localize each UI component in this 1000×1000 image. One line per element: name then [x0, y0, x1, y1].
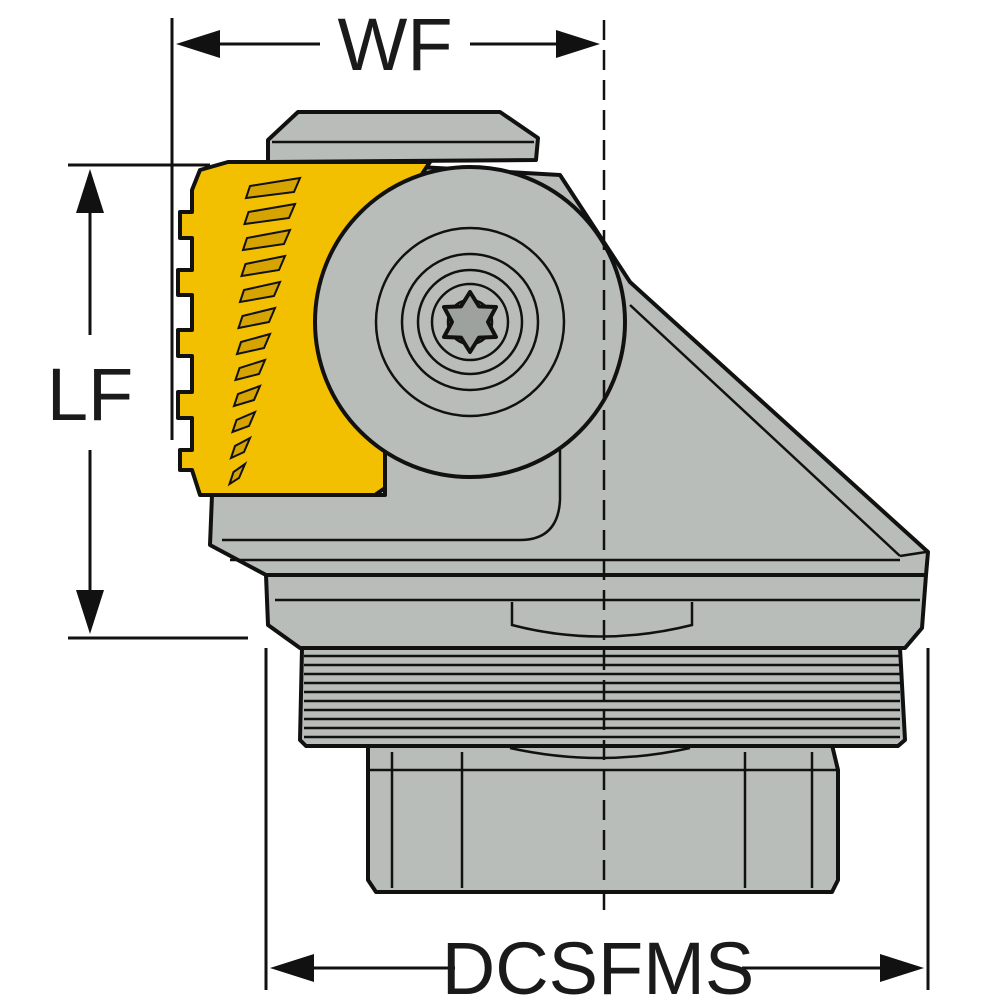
insert-tooth: [244, 176, 302, 200]
wf-label: WF: [337, 3, 452, 86]
thread-section: [298, 646, 907, 748]
dcsfms-dimension: DCSFMS: [264, 648, 930, 1000]
collar: [264, 573, 928, 650]
top-clamp: [266, 110, 540, 164]
insert-tooth: [233, 358, 267, 382]
insert-tooth: [241, 228, 292, 252]
insert-tooth: [240, 254, 287, 278]
insert-tooth: [229, 435, 253, 460]
insert-tooth: [230, 410, 257, 434]
dcsfms-label: DCSFMS: [442, 927, 754, 1000]
insert-tooth: [238, 280, 282, 304]
insert-tooth: [232, 384, 262, 408]
insert-tooth: [227, 461, 248, 487]
lf-dimension: LF: [47, 163, 248, 640]
lf-label: LF: [47, 353, 133, 436]
torx-icon: [442, 290, 498, 354]
wf-dimension: WF: [170, 3, 600, 440]
insert-tooth: [235, 332, 272, 356]
insert-tooth: [237, 306, 277, 330]
insert-tooth: [243, 202, 297, 226]
